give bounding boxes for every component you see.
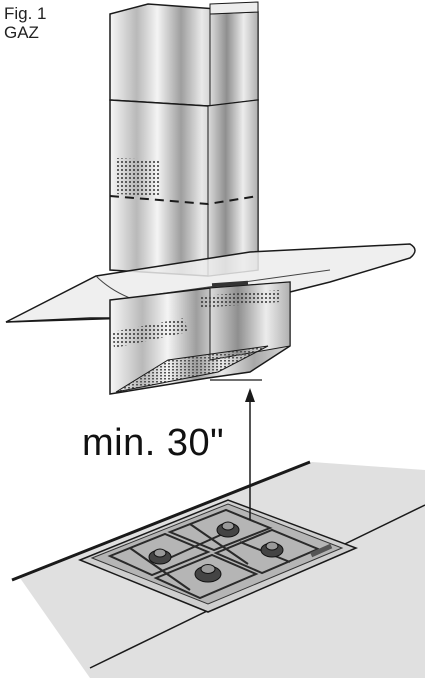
dimension-arrow (210, 379, 262, 520)
figure-caption: Fig. 1 GAZ (4, 4, 47, 42)
clearance-label: min. 30" (82, 422, 225, 464)
front-vent (200, 290, 280, 308)
chimney-lower (109, 99, 259, 277)
telescopic-marker (109, 195, 259, 206)
figure-number: Fig. 1 (4, 4, 47, 23)
chimney-upper (109, 1, 259, 107)
pan-supports (107, 508, 321, 600)
chimney-vent (116, 158, 160, 196)
figure-variant: GAZ (4, 23, 39, 42)
hood-body (109, 280, 291, 395)
burners (148, 521, 284, 583)
grease-filter (115, 345, 269, 393)
gas-hob (78, 499, 359, 613)
hob-controls (310, 543, 333, 558)
side-vent (112, 318, 188, 348)
control-slot (211, 280, 249, 288)
